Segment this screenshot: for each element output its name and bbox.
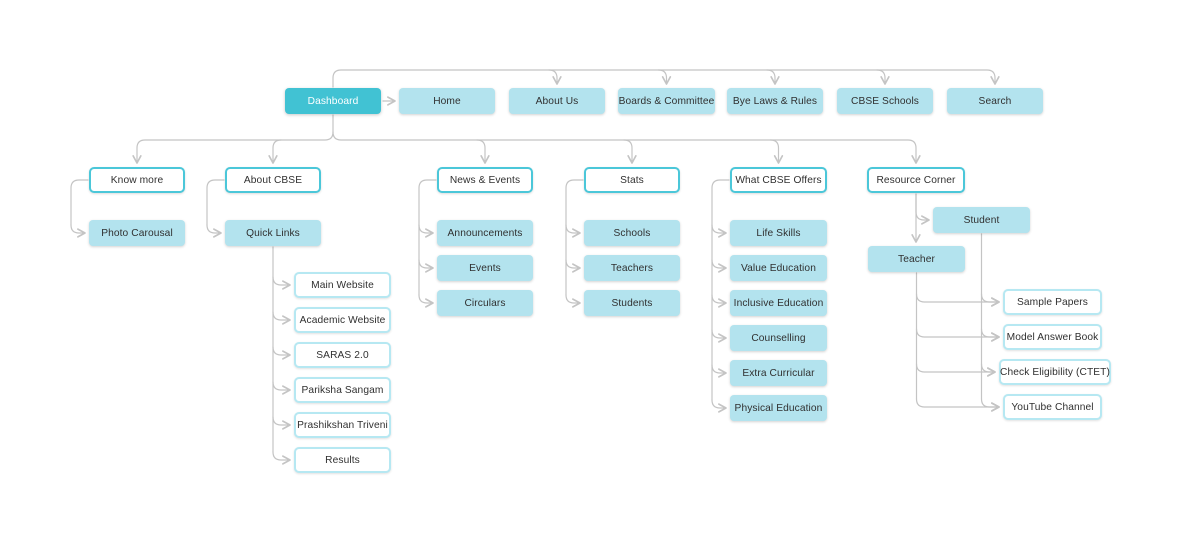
node-events[interactable]: Events <box>437 255 533 281</box>
node-boards-committee[interactable]: Boards & Committee <box>618 88 715 114</box>
node-student[interactable]: Student <box>933 207 1030 233</box>
node-quick-links[interactable]: Quick Links <box>225 220 321 246</box>
node-prashikshan-triveni[interactable]: Prashikshan Triveni <box>294 412 391 438</box>
node-what-cbse-offers[interactable]: What CBSE Offers <box>730 167 827 193</box>
node-youtube-channel[interactable]: YouTube Channel <box>1003 394 1102 420</box>
node-news-events[interactable]: News & Events <box>437 167 533 193</box>
node-pariksha-sangam[interactable]: Pariksha Sangam <box>294 377 391 403</box>
node-bye-laws-rules[interactable]: Bye Laws & Rules <box>727 88 823 114</box>
node-physical-education[interactable]: Physical Education <box>730 395 827 421</box>
node-dashboard[interactable]: Dashboard <box>285 88 381 114</box>
node-extra-curricular[interactable]: Extra Curricular <box>730 360 827 386</box>
node-value-education[interactable]: Value Education <box>730 255 827 281</box>
node-announcements[interactable]: Announcements <box>437 220 533 246</box>
node-results[interactable]: Results <box>294 447 391 473</box>
node-teacher[interactable]: Teacher <box>868 246 965 272</box>
node-about-cbse[interactable]: About CBSE <box>225 167 321 193</box>
node-check-eligibility-ctet[interactable]: Check Eligibility (CTET) <box>999 359 1111 385</box>
node-schools[interactable]: Schools <box>584 220 680 246</box>
node-resource-corner[interactable]: Resource Corner <box>867 167 965 193</box>
node-sample-papers[interactable]: Sample Papers <box>1003 289 1102 315</box>
node-counselling[interactable]: Counselling <box>730 325 827 351</box>
node-academic-website[interactable]: Academic Website <box>294 307 391 333</box>
node-inclusive-education[interactable]: Inclusive Education <box>730 290 827 316</box>
node-circulars[interactable]: Circulars <box>437 290 533 316</box>
node-teachers[interactable]: Teachers <box>584 255 680 281</box>
node-main-website[interactable]: Main Website <box>294 272 391 298</box>
node-saras-2-0[interactable]: SARAS 2.0 <box>294 342 391 368</box>
node-stats[interactable]: Stats <box>584 167 680 193</box>
node-model-answer-book[interactable]: Model Answer Book <box>1003 324 1102 350</box>
node-home[interactable]: Home <box>399 88 495 114</box>
node-photo-carousal[interactable]: Photo Carousal <box>89 220 185 246</box>
node-know-more[interactable]: Know more <box>89 167 185 193</box>
node-students[interactable]: Students <box>584 290 680 316</box>
node-search[interactable]: Search <box>947 88 1043 114</box>
node-about-us[interactable]: About Us <box>509 88 605 114</box>
node-life-skills[interactable]: Life Skills <box>730 220 827 246</box>
node-cbse-schools[interactable]: CBSE Schools <box>837 88 933 114</box>
